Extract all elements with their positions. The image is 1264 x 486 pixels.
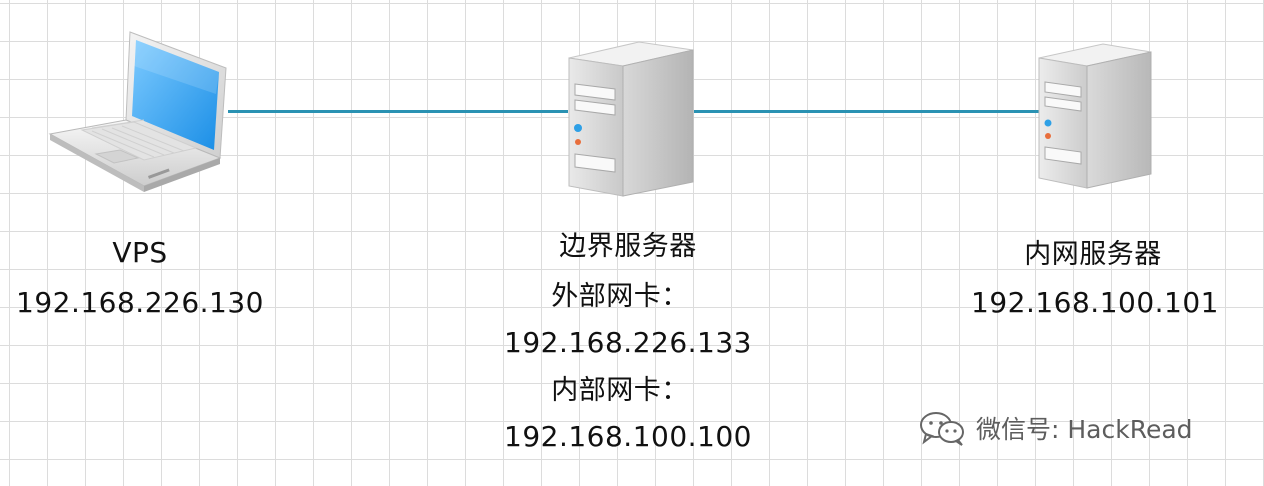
vps-node[interactable] (48, 30, 233, 195)
border-server-node[interactable] (563, 40, 698, 200)
border-server-name-label: 边界服务器 (559, 231, 697, 262)
vps-name-label: VPS (112, 236, 168, 269)
watermark: 微信号: HackRead (918, 410, 1193, 446)
external-nic-label: 外部网卡： (551, 281, 689, 312)
external-ip-label: 192.168.226.133 (504, 326, 752, 359)
link-border-to-intranet-server (694, 110, 1040, 113)
link-vps-to-border-server (228, 110, 568, 113)
internal-nic-label: 内部网卡： (551, 375, 689, 406)
internal-ip-label: 192.168.100.100 (504, 420, 752, 453)
server-tower-icon (1038, 43, 1152, 189)
wechat-icon (920, 412, 964, 446)
vps-ip-label: 192.168.226.130 (16, 286, 264, 319)
intranet-server-node[interactable] (1035, 42, 1155, 192)
server-tower-icon (568, 41, 694, 197)
intranet-server-ip-label: 192.168.100.101 (971, 286, 1219, 319)
watermark-text: 微信号: HackRead (976, 415, 1193, 444)
intranet-server-name-label: 内网服务器 (1024, 239, 1162, 270)
laptop-icon (48, 31, 227, 192)
